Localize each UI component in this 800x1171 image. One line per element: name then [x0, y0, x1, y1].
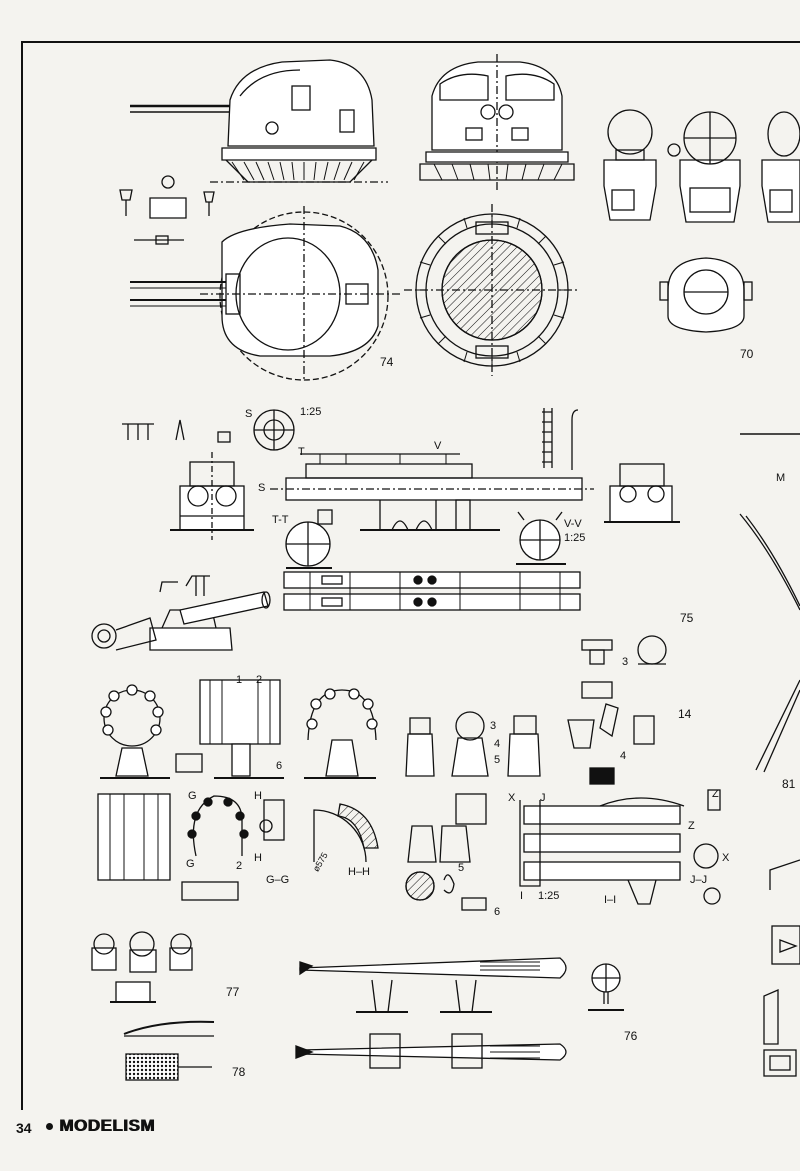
torpedo-side-view	[299, 957, 567, 1013]
turret-base-ring	[404, 204, 580, 376]
magazine-logo: MODELISM	[46, 1116, 155, 1136]
scale-note-14: 1:25	[538, 890, 560, 902]
launcher-end-view-right	[604, 463, 680, 523]
section-mark-h2: H	[254, 852, 262, 864]
part-label-6: 6	[276, 760, 283, 772]
figure-label-75: 75	[680, 611, 694, 625]
turret-plan-view	[130, 206, 400, 381]
section-mark-i1: I	[520, 890, 524, 902]
section-mark-s-top: S	[245, 408, 253, 420]
rocket-launcher-views	[97, 679, 379, 901]
section-label-gg: G–G	[266, 874, 290, 886]
launcher-perspective	[91, 575, 271, 651]
turret-side-view	[130, 59, 388, 183]
fittings-78	[123, 1020, 215, 1081]
figure-label-74: 74	[380, 355, 394, 369]
fittings-77	[91, 931, 193, 1003]
figure-label-14: 14	[678, 707, 692, 721]
page-number: 34	[16, 1120, 32, 1136]
figure-label-77: 77	[226, 985, 240, 999]
section-mark-g2: G	[186, 858, 195, 870]
part-label-4b: 4	[620, 750, 627, 762]
launcher-multi-tube	[519, 789, 721, 905]
figure-label-78: 78	[232, 1065, 246, 1079]
section-mark-t: T	[298, 446, 305, 458]
section-label-ii: I–I	[604, 894, 617, 906]
label-m: M	[776, 472, 786, 484]
mount-views	[405, 635, 667, 911]
part-label-3a: 3	[622, 656, 629, 668]
launcher-section-tt	[285, 509, 333, 569]
section-mark-s-side: S	[258, 482, 266, 494]
torpedo-plan-view	[295, 1033, 567, 1069]
logo-dot-icon	[46, 1123, 53, 1131]
section-mark-z1: Z	[688, 820, 695, 832]
launcher-section-vv	[516, 511, 566, 565]
section-label-tt: T-T	[272, 514, 289, 526]
section-mark-z2: Z	[712, 788, 719, 800]
director-views	[603, 109, 800, 333]
section-label-vv: V-V	[564, 518, 582, 530]
part-label-5b: 5	[458, 862, 465, 874]
right-edge-fragments	[763, 859, 800, 1077]
section-mark-v: V	[434, 440, 442, 452]
section-mark-x2: X	[722, 852, 730, 864]
part-label-4a: 4	[494, 738, 501, 750]
part-label-6b: 6	[494, 906, 501, 918]
figure-label-76: 76	[624, 1029, 638, 1043]
launcher-side-view	[270, 453, 594, 531]
magazine-name: MODELISM	[59, 1116, 155, 1135]
section-mark-j1: J	[540, 792, 546, 804]
part-label-5a: 5	[494, 754, 501, 766]
part-label-1: 1	[236, 674, 243, 686]
part-label-2: 2	[256, 674, 263, 686]
section-mark-g1: G	[188, 790, 197, 802]
section-label-jj: J–J	[690, 874, 708, 886]
mast-detail	[739, 433, 800, 773]
turret-front-view	[419, 54, 575, 190]
launcher-plan-view	[283, 571, 581, 611]
small-fittings	[119, 175, 215, 245]
part-label-2b: 2	[236, 860, 243, 872]
part-label-3b: 3	[490, 720, 497, 732]
scale-note-top: 1:25	[300, 406, 322, 418]
launcher-fittings	[122, 408, 579, 470]
page-border	[21, 41, 800, 1110]
scale-note-vv: 1:25	[564, 532, 586, 544]
launcher-end-view	[170, 452, 254, 540]
torpedo-end-view	[588, 963, 624, 1011]
figure-label-81: 81	[782, 777, 796, 791]
section-mark-x1: X	[508, 792, 516, 804]
figure-label-70: 70	[740, 347, 754, 361]
section-mark-h1: H	[254, 790, 262, 802]
section-label-hh: H–H	[348, 866, 371, 878]
